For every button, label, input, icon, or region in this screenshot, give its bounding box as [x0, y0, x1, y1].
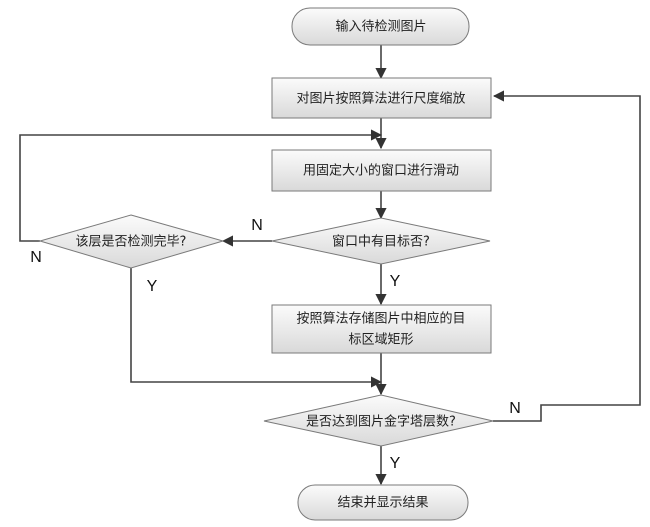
start-node: 输入待检测图片 [291, 7, 470, 46]
target-decision-label: 窗口中有目标否? [332, 234, 430, 250]
scale-node: 对图片按照算法进行尺度缩放 [271, 77, 492, 119]
layer-decision: 该层是否检测完毕? [38, 214, 225, 269]
pyramid-decision: 是否达到图片金字塔层数? [263, 394, 494, 447]
arrow-layer-no-loop [19, 129, 383, 242]
edge-label-target-no: N [251, 217, 263, 234]
start-node-label: 输入待检测图片 [335, 19, 426, 35]
scale-node-label: 对图片按照算法进行尺度缩放 [296, 91, 465, 107]
edge-label-target-yes: Y [390, 273, 401, 290]
arrow-pyramid-no-loop [492, 90, 641, 422]
end-node-label: 结束并显示结果 [337, 496, 428, 511]
layer-decision-label: 该层是否检测完毕? [76, 235, 187, 250]
edge-label-pyramid-yes: Y [390, 455, 401, 472]
edge-label-layer-yes: Y [147, 278, 158, 295]
end-node: 结束并显示结果 [297, 484, 469, 521]
arrow-layer-yes-down [130, 268, 383, 388]
target-decision: 窗口中有目标否? [271, 217, 491, 265]
edge-label-pyramid-no: N [509, 400, 521, 417]
slide-node: 用固定大小的窗口进行滑动 [271, 149, 492, 192]
connectors [19, 45, 641, 486]
pyramid-decision-label: 是否达到图片金字塔层数? [306, 414, 456, 430]
edge-label-layer-no: N [30, 249, 42, 266]
store-node-label-line2: 标区域矩形 [348, 333, 413, 348]
store-node-label-line1: 按照算法存储图片中相应的目 [296, 311, 465, 327]
store-node: 按照算法存储图片中相应的目 标区域矩形 [271, 304, 492, 354]
slide-node-label: 用固定大小的窗口进行滑动 [303, 163, 459, 179]
